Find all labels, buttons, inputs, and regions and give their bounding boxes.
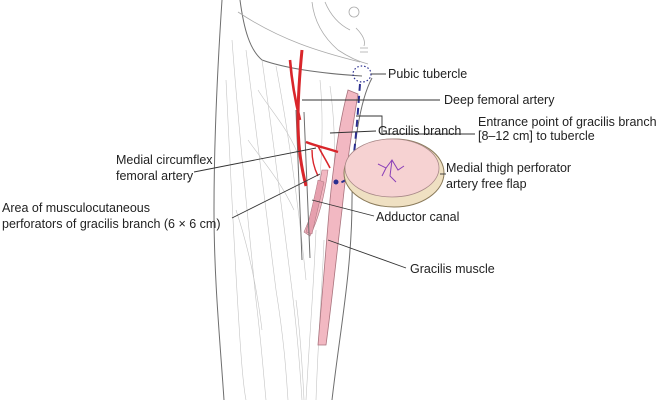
pelvis-outline [311,1,369,65]
label-perforator-area-line2: perforators of gracilis branch (6 × 6 cm… [2,217,221,231]
label-flap-line2: artery free flap [446,177,527,191]
label-pubic-tubercle: Pubic tubercle [388,67,467,81]
label-deep-femoral-artery: Deep femoral artery [444,93,555,107]
label-perforator-area-line1: Area of musculocutaneous [2,201,150,215]
muscle-hatching [225,39,335,400]
label-gracilis-muscle: Gracilis muscle [410,262,495,276]
label-flap-line1: Medial thigh perforator [446,161,571,175]
flap-disc [343,138,445,208]
entrance-point-dot [333,179,339,185]
label-medial-circumflex-line1: Medial circumflex [116,153,213,167]
label-entrance-point-line2: [8–12 cm] to tubercle [478,129,595,143]
pubic-tubercle-marker [352,65,372,83]
adductor-canal-shape [305,179,325,235]
arteries [288,49,339,187]
label-entrance-point-line1: Entrance point of gracilis branch [478,115,657,129]
label-adductor-canal: Adductor canal [376,210,459,224]
label-medial-circumflex-line2: femoral artery [116,169,194,183]
label-gracilis-branch: Gracilis branch [378,124,461,138]
thigh-outline [213,0,373,400]
leader-lines [193,73,475,269]
